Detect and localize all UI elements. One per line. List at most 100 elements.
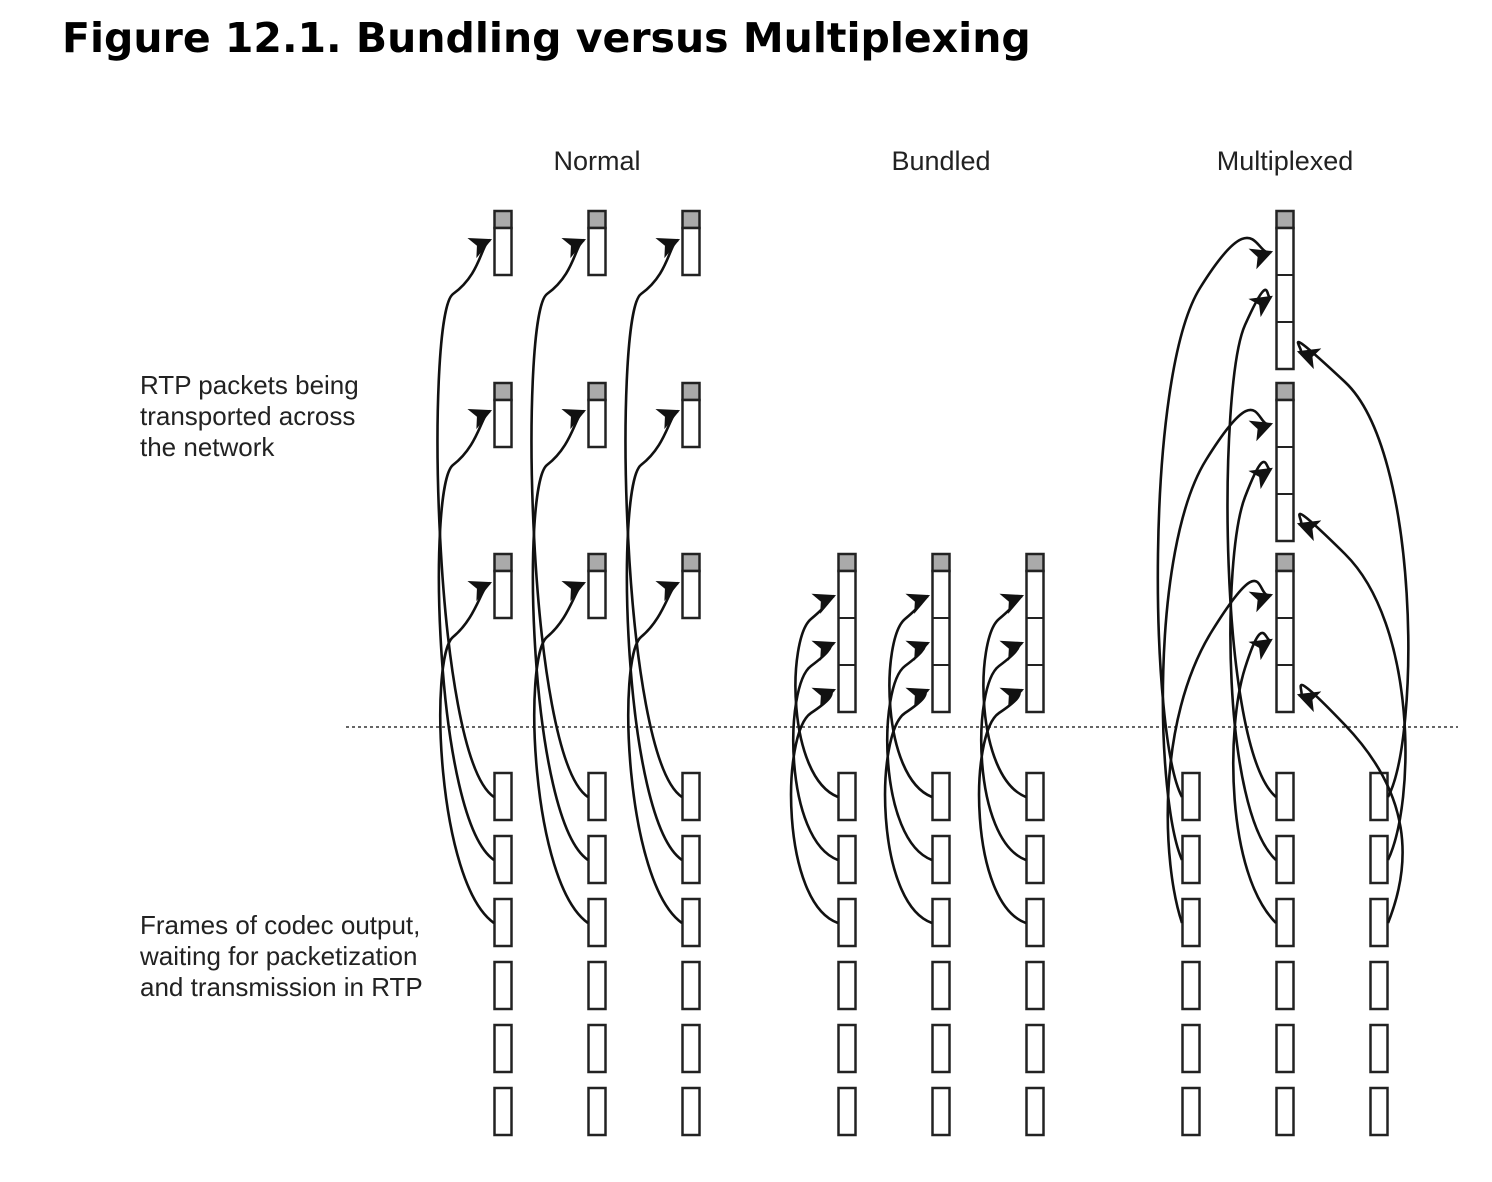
rtp-header bbox=[493, 552, 513, 573]
codec-frame bbox=[1025, 834, 1045, 885]
codec-frame bbox=[1369, 960, 1389, 1011]
packetization-arrow bbox=[533, 581, 589, 925]
codec-frame bbox=[837, 1023, 857, 1074]
codec-frame bbox=[1181, 1023, 1201, 1074]
codec-frame bbox=[931, 1086, 951, 1137]
rtp-packet bbox=[1275, 209, 1295, 371]
rtp-payload bbox=[587, 398, 607, 449]
rtp-packet bbox=[587, 552, 607, 620]
rtp-packet bbox=[681, 552, 701, 620]
codec-frame bbox=[493, 834, 513, 885]
packetization-arrow bbox=[1161, 408, 1274, 861]
frames-label-line-3: and transmission in RTP bbox=[140, 972, 423, 1002]
packetization-arrow bbox=[980, 640, 1027, 862]
rtp-payload bbox=[681, 569, 701, 620]
rtp-header bbox=[587, 381, 607, 402]
packetization-arrow bbox=[1232, 631, 1277, 924]
packetization-arrow bbox=[436, 238, 495, 799]
packetization-arrow bbox=[1226, 288, 1277, 798]
codec-frame bbox=[1025, 771, 1045, 822]
packetization-arrow bbox=[886, 640, 933, 862]
packetization-arrow bbox=[1229, 460, 1277, 861]
figure-title: Figure 12.1. Bundling versus Multiplexin… bbox=[62, 14, 1031, 62]
codec-frame bbox=[837, 960, 857, 1011]
packetization-arrow bbox=[1166, 579, 1274, 924]
packetization-arrow bbox=[792, 640, 839, 862]
rtp-packet bbox=[931, 552, 951, 714]
rtp-header bbox=[493, 209, 513, 230]
codec-frame bbox=[837, 771, 857, 822]
codec-frame bbox=[1275, 897, 1295, 948]
rtp-packet bbox=[1025, 552, 1045, 714]
codec-frame bbox=[1369, 897, 1389, 948]
codec-frame bbox=[1275, 1086, 1295, 1137]
packetization-arrow bbox=[883, 687, 933, 925]
rtp-header bbox=[681, 209, 701, 230]
rtp-packet bbox=[837, 552, 857, 714]
rtp-header bbox=[681, 381, 701, 402]
rtp-header bbox=[931, 552, 951, 573]
codec-frame bbox=[493, 1086, 513, 1137]
rtp-header bbox=[1025, 552, 1045, 573]
rtp-packets bbox=[493, 209, 1295, 714]
codec-frame bbox=[681, 771, 701, 822]
rtp-payload bbox=[493, 569, 513, 620]
rtp-header bbox=[837, 552, 857, 573]
codec-frame bbox=[1025, 1023, 1045, 1074]
rtp-packet bbox=[681, 381, 701, 449]
rtp-packet bbox=[587, 381, 607, 449]
heading-multiplexed: Multiplexed bbox=[1217, 146, 1354, 176]
packetization-arrow bbox=[1296, 512, 1407, 861]
rtp-packet bbox=[681, 209, 701, 277]
packetization-arrow bbox=[625, 409, 683, 862]
codec-frame bbox=[1025, 897, 1045, 948]
codec-frame bbox=[493, 771, 513, 822]
packetization-arrow bbox=[531, 409, 589, 862]
codec-frame bbox=[931, 771, 951, 822]
codec-frame bbox=[587, 771, 607, 822]
codec-frame bbox=[931, 960, 951, 1011]
rtp-payload bbox=[681, 398, 701, 449]
packetization-arrow bbox=[437, 409, 495, 862]
rtp-packet bbox=[493, 209, 513, 277]
rtp-packet bbox=[1275, 381, 1295, 543]
packetization-arrow bbox=[624, 238, 683, 799]
codec-frame bbox=[1275, 960, 1295, 1011]
heading-bundled: Bundled bbox=[891, 146, 990, 176]
rtp-packet bbox=[493, 552, 513, 620]
codec-frame bbox=[1369, 1023, 1389, 1074]
packetization-arrow bbox=[627, 581, 683, 925]
packetization-arrow bbox=[789, 687, 839, 925]
packetization-arrow bbox=[1296, 340, 1410, 798]
codec-frame bbox=[837, 897, 857, 948]
codec-frame bbox=[1369, 1086, 1389, 1137]
packetization-arrow bbox=[982, 593, 1027, 799]
rtp-payload bbox=[587, 226, 607, 277]
codec-frame bbox=[1181, 897, 1201, 948]
rtp-payload bbox=[681, 226, 701, 277]
rtp-payload bbox=[1275, 226, 1295, 371]
rtp-header bbox=[1275, 381, 1295, 402]
codec-frame bbox=[681, 1023, 701, 1074]
codec-frame bbox=[587, 1086, 607, 1137]
heading-normal: Normal bbox=[553, 146, 640, 176]
codec-frame bbox=[931, 897, 951, 948]
rtp-packet bbox=[587, 209, 607, 277]
frames-label-line-1: Frames of codec output, bbox=[140, 910, 420, 940]
codec-frame bbox=[681, 1086, 701, 1137]
codec-frame bbox=[931, 1023, 951, 1074]
codec-frame bbox=[1025, 960, 1045, 1011]
codec-frame bbox=[493, 897, 513, 948]
rtp-header bbox=[587, 209, 607, 230]
codec-frame bbox=[681, 960, 701, 1011]
packetization-arrow bbox=[1296, 683, 1404, 924]
rtp-payload bbox=[493, 226, 513, 277]
packetization-arrow bbox=[530, 238, 589, 799]
codec-frame bbox=[1369, 834, 1389, 885]
packetization-arrows bbox=[436, 236, 1410, 925]
rtp-payload bbox=[587, 569, 607, 620]
rtp-payload bbox=[1275, 398, 1295, 543]
frames-label-line-2: waiting for packetization bbox=[139, 941, 417, 971]
codec-frame bbox=[1181, 960, 1201, 1011]
rtp-header bbox=[1275, 209, 1295, 230]
